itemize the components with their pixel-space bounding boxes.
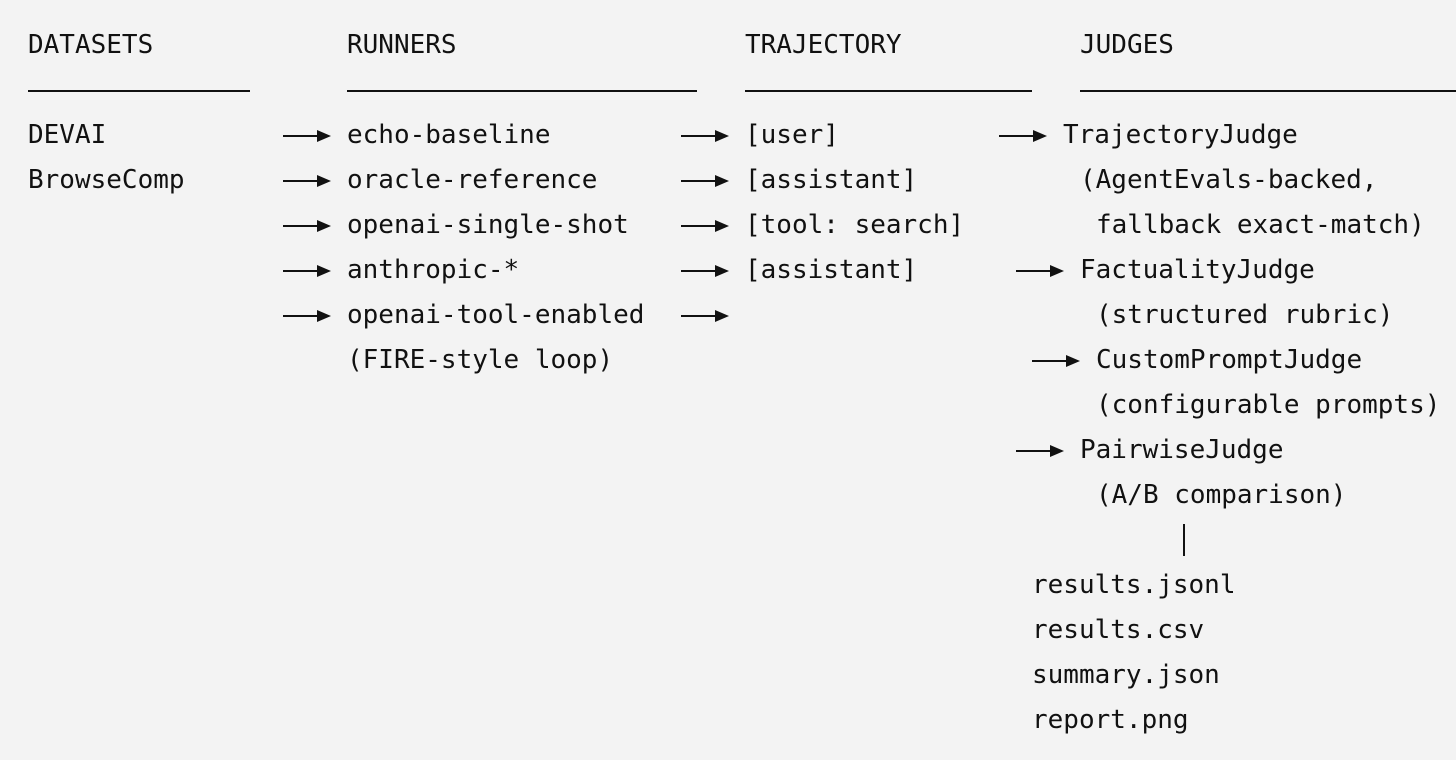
trajectory-header: TRAJECTORY (745, 30, 902, 60)
judge-note: (A/B comparison) (1096, 480, 1347, 510)
trajectory-step: [assistant] (745, 165, 918, 195)
judge-name: CustomPromptJudge (1096, 345, 1363, 375)
output-file: results.jsonl (1032, 570, 1236, 600)
judge-name: FactualityJudge (1080, 255, 1315, 285)
trajectory-step: [tool: search] (745, 210, 965, 240)
judge-note: (AgentEvals-backed, (1080, 165, 1378, 195)
output-connector-line (1183, 524, 1185, 556)
arrow-icon (681, 265, 729, 277)
judge-note: fallback exact-match) (1096, 210, 1425, 240)
arrow-icon (283, 265, 331, 277)
output-file: summary.json (1032, 660, 1220, 690)
runner-item: anthropic-* (347, 255, 520, 285)
arrow-icon (999, 130, 1047, 142)
arrow-icon (681, 175, 729, 187)
dataset-item: BrowseComp (28, 165, 185, 195)
runner-item: openai-tool-enabled (347, 300, 645, 330)
output-file: results.csv (1032, 615, 1205, 645)
arrow-icon (681, 130, 729, 142)
runner-item: openai-single-shot (347, 210, 629, 240)
arrow-icon (283, 175, 331, 187)
arrow-icon (1032, 355, 1080, 367)
judges-header-rule (1080, 90, 1456, 92)
judge-name: PairwiseJudge (1080, 435, 1284, 465)
trajectory-header-rule (745, 90, 1032, 92)
arrow-icon (1016, 265, 1064, 277)
trajectory-step: [user] (745, 120, 839, 150)
judge-name: TrajectoryJudge (1063, 120, 1298, 150)
runners-header-rule (347, 90, 697, 92)
arrow-icon (1016, 445, 1064, 457)
judge-note: (configurable prompts) (1096, 390, 1441, 420)
arrow-icon (681, 220, 729, 232)
arrow-icon (681, 310, 729, 322)
arrow-icon (283, 310, 331, 322)
output-file: report.png (1032, 705, 1189, 735)
dataset-item: DEVAI (28, 120, 107, 150)
runner-item: oracle-reference (347, 165, 598, 195)
judge-note: (structured rubric) (1096, 300, 1394, 330)
arrow-icon (283, 130, 331, 142)
datasets-header: DATASETS (28, 30, 154, 60)
arrow-icon (283, 220, 331, 232)
trajectory-step: [assistant] (745, 255, 918, 285)
runner-item: echo-baseline (347, 120, 551, 150)
runners-header: RUNNERS (347, 30, 457, 60)
datasets-header-rule (28, 90, 250, 92)
runner-note: (FIRE-style loop) (347, 345, 614, 375)
judges-header: JUDGES (1080, 30, 1174, 60)
